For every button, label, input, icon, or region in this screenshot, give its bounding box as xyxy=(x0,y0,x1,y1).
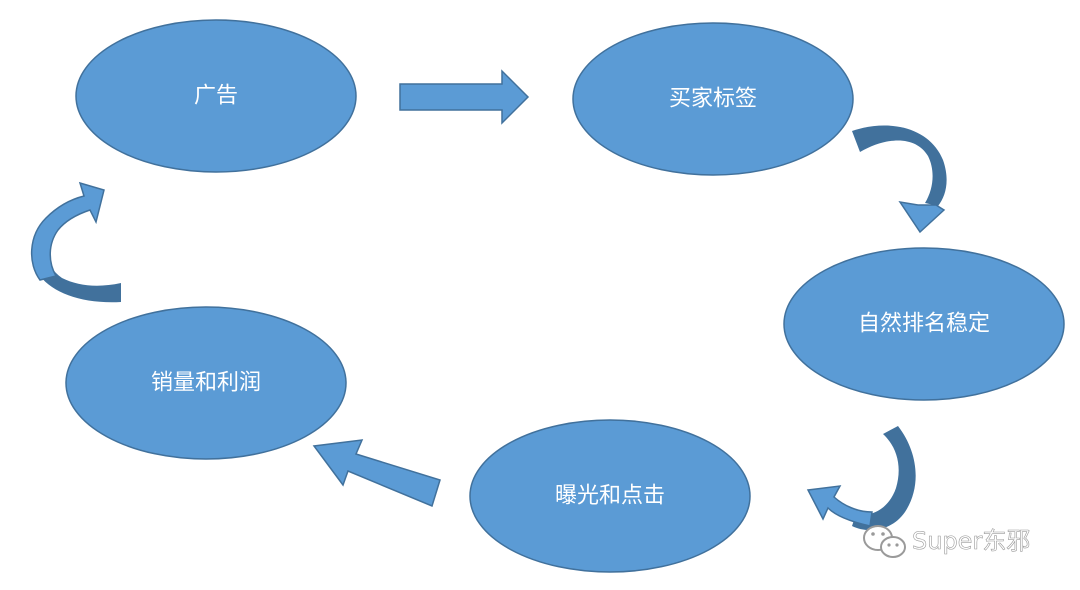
node-sales-profit-shape xyxy=(65,306,347,460)
watermark: Super东邪 xyxy=(863,525,1031,558)
arrow-sales-profit-to-ad-body xyxy=(30,181,105,281)
node-ad-label: 广告 xyxy=(194,84,238,109)
arrow-exposure-click-to-sales-profit xyxy=(312,439,441,508)
node-natural-rank: 自然排名稳定 xyxy=(783,247,1065,401)
wechat-icon xyxy=(863,525,906,558)
arrow-buyer-tag-to-natural-rank-shadow xyxy=(852,125,947,206)
arrow-sales-profit-to-ad xyxy=(30,181,121,303)
node-sales-profit-label: 销量和利润 xyxy=(151,371,261,396)
node-buyer-tag-label: 买家标签 xyxy=(669,87,757,112)
arrow-buyer-tag-to-natural-rank xyxy=(852,125,947,234)
arrow-natural-rank-to-exposure-click-shadow xyxy=(852,426,916,531)
node-ad: 广告 xyxy=(75,19,357,173)
arrow-ad-to-buyer-tag xyxy=(399,69,530,125)
node-natural-rank-label: 自然排名稳定 xyxy=(858,312,990,337)
node-natural-rank-shape xyxy=(783,247,1065,401)
arrow-natural-rank-to-exposure-click-head xyxy=(806,485,873,527)
arrow-natural-rank-to-exposure-click xyxy=(806,426,916,531)
arrow-buyer-tag-to-natural-rank-head xyxy=(898,200,946,234)
node-buyer-tag: 买家标签 xyxy=(572,22,854,176)
node-ad-shape xyxy=(75,19,357,173)
node-buyer-tag-shape xyxy=(572,22,854,176)
watermark-text: Super东邪 xyxy=(912,527,1030,555)
node-exposure-click-shape xyxy=(469,419,751,573)
arrow-sales-profit-to-ad-shadow xyxy=(31,238,121,303)
node-exposure-click: 曝光和点击 xyxy=(469,419,751,573)
node-exposure-click-label: 曝光和点击 xyxy=(555,484,665,509)
node-sales-profit: 销量和利润 xyxy=(65,306,347,460)
